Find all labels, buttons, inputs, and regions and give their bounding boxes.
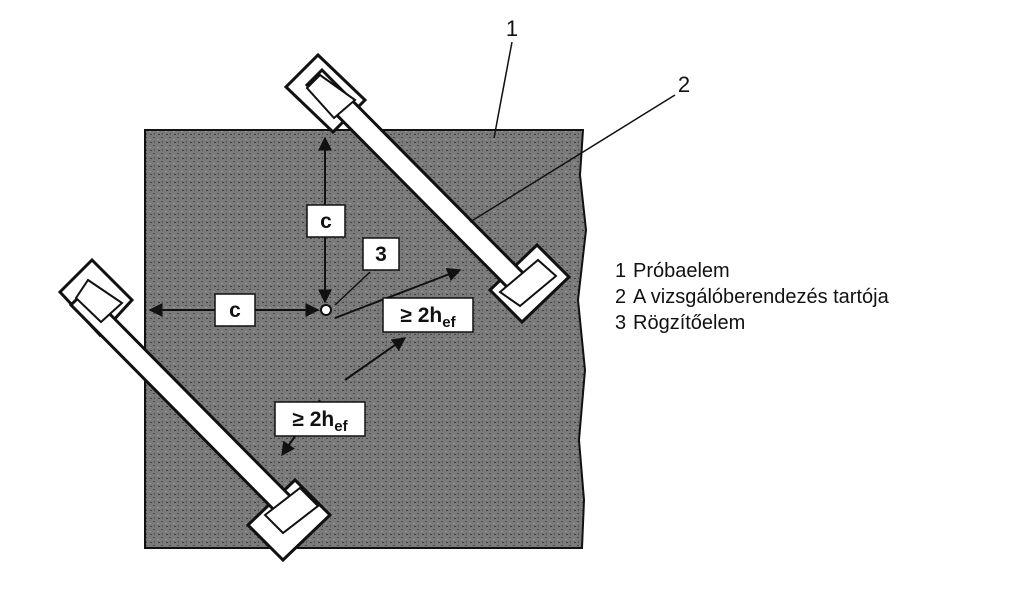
legend-item: 1 Próbaelem: [615, 258, 889, 284]
callout-1: 1: [506, 16, 518, 41]
concrete-test-member: [144, 129, 588, 549]
spacing-label-lower: ≥ 2hef: [292, 408, 348, 435]
legend-text: Próbaelem: [633, 260, 730, 282]
legend-item: 3 Rögzítőelem: [615, 310, 889, 336]
label-c-vertical: c: [320, 210, 332, 233]
spacing-prefix-upper: ≥ 2h: [400, 304, 442, 327]
test-rig-support-lower: [57, 257, 333, 563]
label-box-c-vertical: [306, 204, 346, 238]
label-box-callout-3: [362, 237, 400, 271]
legend: 1 Próbaelem 2 A vizsgálóberendezés tartója…: [615, 258, 889, 336]
label-box-spacing-upper: [382, 297, 474, 333]
spacing-prefix-lower: ≥ 2h: [292, 408, 334, 431]
legend-item: 2 A vizsgálóberendezés tartója: [615, 284, 889, 310]
anchor-point: [320, 304, 332, 316]
callout-2: 2: [678, 72, 690, 97]
test-rig-support-upper: [283, 52, 572, 325]
spacing-dimension-line-upper: [334, 267, 462, 319]
spacing-subscript-lower: ef: [334, 418, 348, 435]
label-box-spacing-lower: [274, 401, 366, 437]
callout-3: 3: [375, 243, 387, 266]
spacing-dimension-line-lower: [344, 337, 407, 381]
leader-line-3: [334, 271, 371, 306]
spacing-subscript-upper: ef: [442, 314, 456, 331]
legend-text: A vizsgálóberendezés tartója: [633, 286, 889, 308]
label-box-c-horizontal: [214, 293, 256, 327]
label-c-horizontal: c: [229, 299, 241, 322]
legend-text: Rögzítőelem: [633, 312, 746, 334]
leader-line-1: [493, 41, 513, 139]
spacing-label-upper: ≥ 2hef: [400, 304, 456, 331]
legend-number: 1: [615, 260, 627, 282]
legend-number: 2: [615, 286, 627, 308]
leader-line-2: [469, 94, 676, 223]
legend-number: 3: [615, 312, 627, 334]
